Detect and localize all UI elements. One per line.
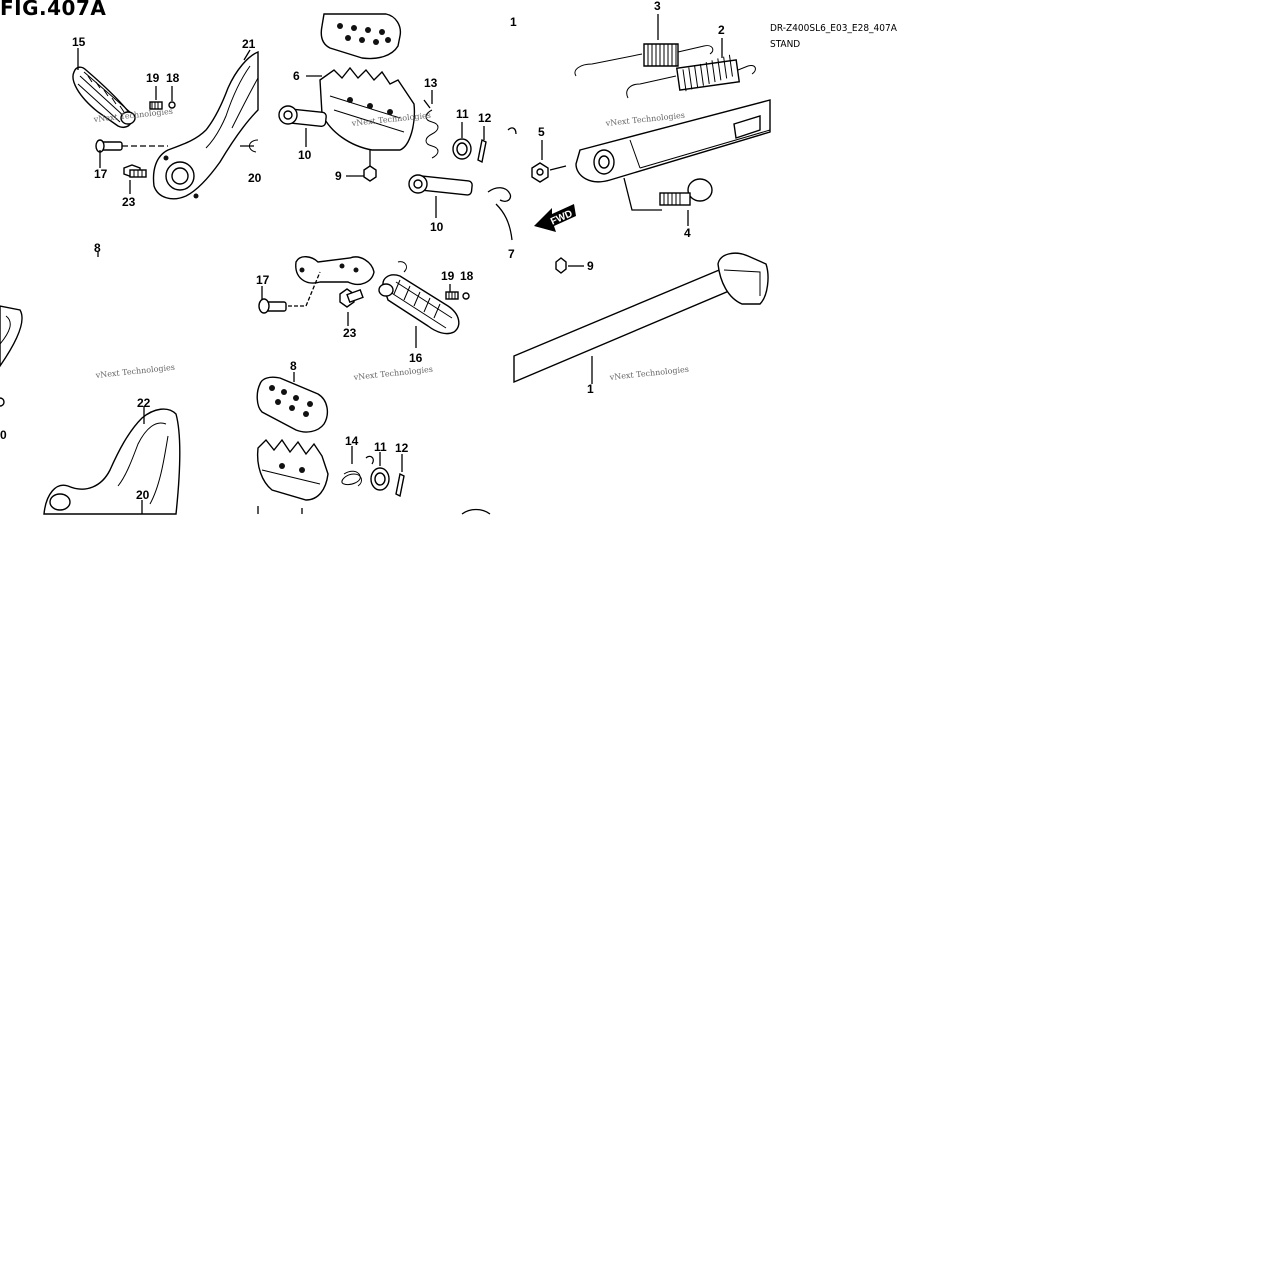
callout-10: 10 (298, 148, 312, 162)
callout-12-lower: 12 (395, 441, 409, 455)
callout-18-lower: 18 (460, 269, 474, 283)
callout-9: 9 (335, 169, 342, 183)
callout-20: 20 (248, 171, 262, 185)
footpeg-assembly-lower (256, 372, 491, 515)
cotter-12-upper (477, 138, 487, 164)
ball-18-lower (462, 292, 470, 300)
callout-23-lower: 23 (343, 326, 357, 340)
bracket-middle (295, 256, 407, 286)
fwd-arrow-icon: FWD (534, 204, 576, 232)
callout-20-lower: 20 (136, 488, 150, 502)
figure-name: STAND (770, 39, 801, 50)
callout-12: 12 (478, 111, 492, 125)
callout-16: 16 (409, 351, 423, 365)
callout-8-lower: 8 (290, 359, 297, 373)
bracket-21 (152, 50, 259, 200)
pin-17-lower (258, 271, 321, 314)
bracket-fragment (0, 305, 23, 368)
spring-14 (341, 446, 374, 487)
callout-10-lower: 10 (430, 220, 444, 234)
callout-4: 4 (684, 226, 691, 240)
callout-21: 21 (242, 37, 256, 51)
footpeg-16 (378, 274, 460, 348)
callout-9-lower: 9 (587, 259, 594, 273)
callout-19: 19 (146, 71, 160, 85)
washer-11-lower (370, 452, 390, 491)
side-stand-1 (513, 252, 769, 384)
footpeg-assembly-16 (258, 256, 470, 348)
figure-code: DR-Z400SL6_E03_E28_407A (770, 23, 897, 34)
ball-18 (168, 101, 176, 109)
callout-8: 8 (94, 241, 101, 255)
footpeg-assembly-upper (278, 13, 517, 241)
footrest-assembly-left (72, 48, 259, 257)
pin-10-upper (278, 105, 327, 127)
pin-10-lower (408, 174, 473, 218)
watermark-6: vNext Technologies (608, 365, 689, 382)
nut-9-lower (555, 257, 584, 274)
callout-23: 23 (122, 195, 136, 209)
callout-15: 15 (72, 35, 86, 49)
cotter-12-lower (395, 472, 405, 498)
bolt-4 (623, 177, 713, 226)
bolt-23 (123, 164, 147, 178)
footpeg-15 (72, 66, 136, 128)
watermark-4: vNext Technologies (94, 363, 175, 380)
footpeg-6 (319, 66, 416, 151)
callout-17-lower: 17 (256, 273, 270, 287)
bracket-22 (43, 406, 181, 515)
callout-18: 18 (166, 71, 180, 85)
footpeg-8-upper (320, 13, 402, 60)
footrest-assembly-right (0, 305, 181, 515)
callout-5: 5 (538, 125, 545, 139)
callout-14: 14 (345, 434, 359, 448)
callout-6: 6 (293, 69, 300, 83)
spring-2 (626, 38, 756, 99)
spring-19 (149, 101, 163, 110)
nut-5 (531, 140, 567, 183)
callout-1-top: 1 (510, 15, 517, 29)
spring-3 (574, 14, 714, 77)
footpeg-base-lower (256, 438, 329, 501)
callout-22: 22 (137, 396, 151, 410)
callout-11: 11 (456, 107, 469, 121)
clip-20 (249, 139, 259, 153)
nut-9-upper (346, 150, 377, 182)
stand-bracket (575, 99, 771, 183)
callout-1: 1 (587, 382, 594, 396)
figure-title: FIG.407A (0, 0, 107, 20)
callout-3: 3 (654, 0, 661, 13)
callout-0: 0 (0, 428, 7, 442)
callout-13: 13 (424, 76, 438, 90)
svg-text:FWD: FWD (549, 208, 574, 227)
footpeg-8-lower (256, 372, 329, 433)
callout-11-lower: 11 (374, 440, 387, 454)
washer-11-upper (452, 138, 472, 160)
watermark-5: vNext Technologies (352, 365, 433, 382)
pin-17 (95, 139, 168, 153)
callout-19-lower: 19 (441, 269, 455, 283)
bolt-23-lower (339, 288, 364, 326)
callout-2: 2 (718, 23, 725, 37)
spring-13 (423, 99, 439, 159)
callout-17: 17 (94, 167, 108, 181)
spring-19-lower (445, 284, 459, 300)
side-stand-assembly: FWD (513, 14, 771, 384)
bracket-7 (487, 127, 517, 241)
callout-7: 7 (508, 247, 515, 261)
